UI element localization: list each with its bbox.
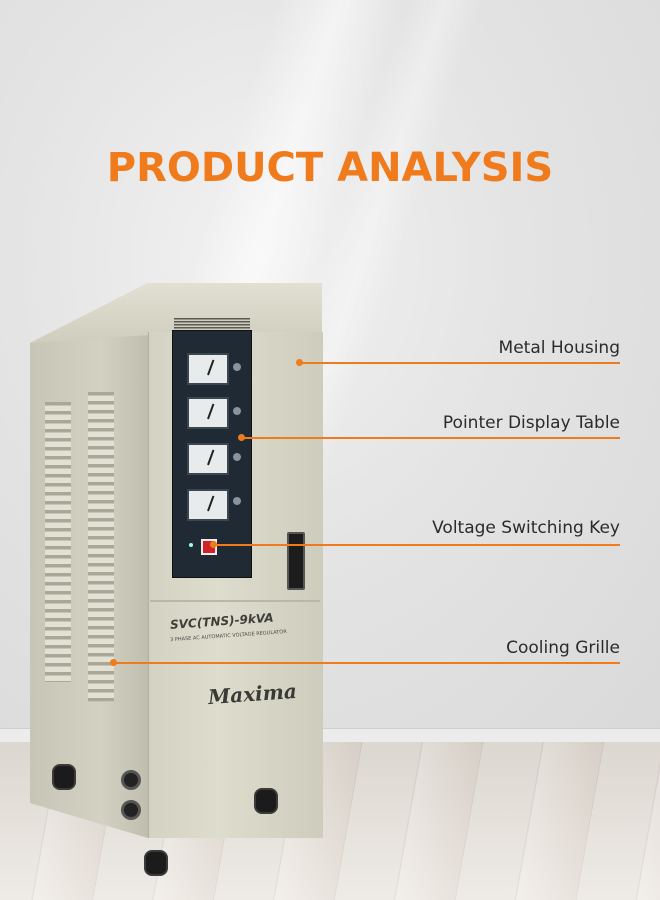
callout-dot (110, 659, 117, 666)
callout-dot (238, 434, 245, 441)
pointer-meter (187, 353, 229, 385)
callout-line (302, 362, 620, 364)
page-title: PRODUCT ANALYSIS (106, 145, 554, 191)
callout-label-pointer-display: Pointer Display Table (442, 413, 620, 433)
callout-label-metal-housing: Metal Housing (498, 338, 620, 358)
caster-wheel (52, 764, 76, 790)
pointer-meter (187, 443, 229, 475)
callout-dot (210, 541, 217, 548)
indicator-light (233, 407, 241, 415)
cooling-grille (45, 402, 71, 682)
callout-line (216, 544, 620, 546)
caster-wheel (144, 850, 168, 876)
door-handle (287, 532, 305, 590)
cabinet-seam (150, 600, 320, 602)
cable-port (121, 770, 141, 790)
indicator-light (233, 363, 241, 371)
pointer-meter (187, 397, 229, 429)
pointer-meter (187, 489, 229, 521)
indicator-light (233, 453, 241, 461)
status-led (189, 543, 193, 547)
indicator-light (233, 497, 241, 505)
callout-line (244, 437, 620, 439)
callout-line (116, 662, 620, 664)
control-panel (172, 330, 252, 578)
callout-label-cooling-grille: Cooling Grille (506, 638, 620, 658)
cooling-grille (88, 392, 114, 702)
callout-dot (296, 359, 303, 366)
caster-wheel (254, 788, 278, 814)
callout-label-voltage-switching: Voltage Switching Key (432, 518, 620, 538)
top-vent (174, 318, 250, 330)
cable-port (121, 800, 141, 820)
